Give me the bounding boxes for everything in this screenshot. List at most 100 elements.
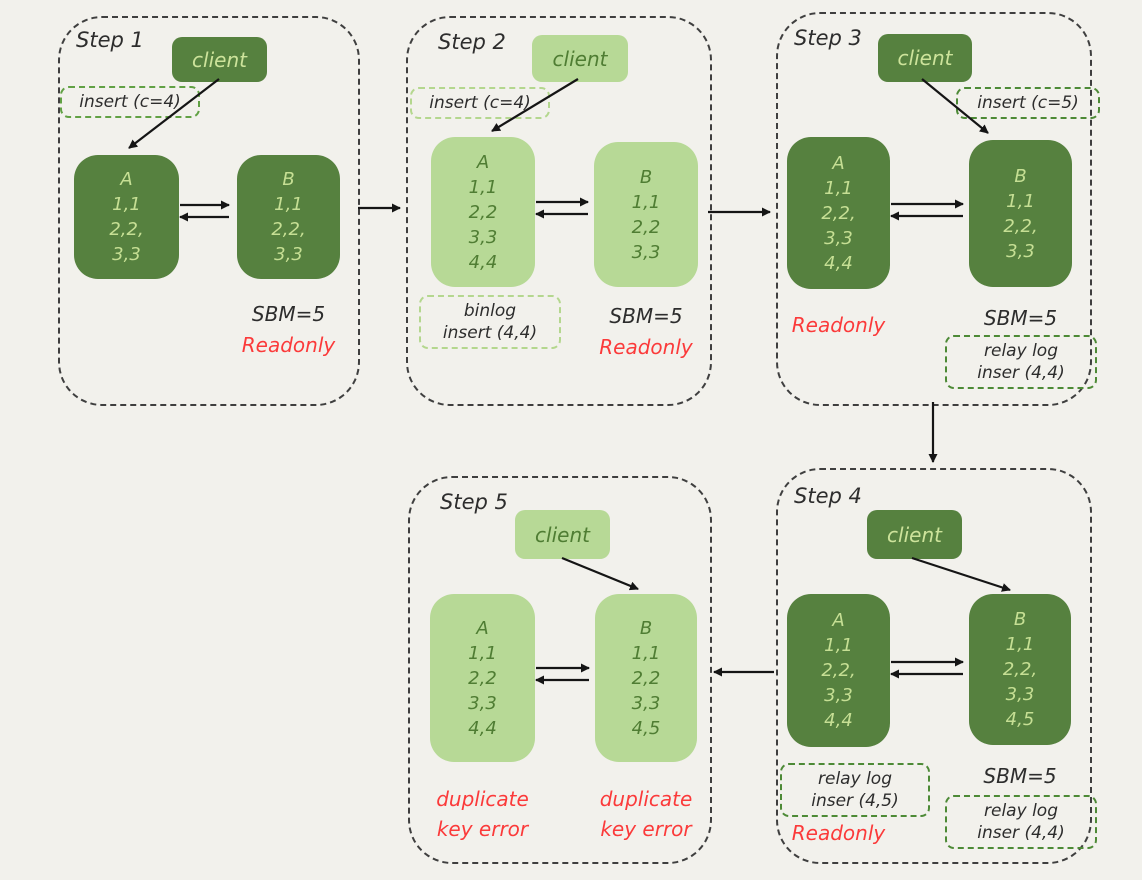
node-row: 3,3 <box>631 692 661 714</box>
step-5-title: Step 5 <box>440 490 508 514</box>
step-3-title: Step 3 <box>794 26 862 50</box>
step-2-node-b: B 1,1 2,2 3,3 <box>594 142 698 287</box>
relay-label-line1: relay log <box>984 341 1058 361</box>
step-3-relay-log-label: relay log inser (4,4) <box>945 335 1097 389</box>
node-name: A <box>832 610 845 631</box>
node-row: 4,5 <box>1005 709 1035 730</box>
step-1-readonly-annotation: Readonly <box>241 333 336 357</box>
node-row: 2,2, <box>109 219 144 240</box>
node-row: 2,2, <box>1003 215 1038 237</box>
step-2-title: Step 2 <box>438 30 506 54</box>
node-row: 4,4 <box>824 710 853 731</box>
step-3-sbm-annotation: SBM=5 <box>983 306 1058 330</box>
node-row: 4,4 <box>468 251 498 273</box>
node-row: 1,1 <box>631 642 661 664</box>
step-4-node-b: B 1,1 2,2, 3,3 4,5 <box>969 594 1071 745</box>
step-2-node-a: A 1,1 2,2 3,3 4,4 <box>431 137 535 287</box>
node-row: 3,3 <box>1005 684 1035 705</box>
step-4-container: Step 4 client A 1,1 2,2, 3,3 4,4 B 1,1 2… <box>776 468 1097 864</box>
node-row: 4,5 <box>631 717 661 739</box>
step-4-relay-log-a-label: relay log inser (4,5) <box>780 763 930 817</box>
node-row: 1,1 <box>1005 634 1035 655</box>
step-5-node-b: B 1,1 2,2 3,3 4,5 <box>595 594 697 762</box>
step-5-client-node: client <box>515 510 610 559</box>
node-name: B <box>639 166 653 188</box>
step-1-insert-label: insert (c=4) <box>60 86 200 118</box>
node-name: A <box>476 617 489 639</box>
step-3-node-b: B 1,1 2,2, 3,3 <box>969 140 1072 287</box>
step-4-sbm-annotation: SBM=5 <box>983 764 1057 788</box>
relay-label-line1: relay log <box>818 769 892 789</box>
step-2-client-node: client <box>532 35 628 82</box>
step-3-client-node: client <box>878 34 972 82</box>
error-line1: duplicate <box>436 787 529 811</box>
step-4-title: Step 4 <box>794 484 862 508</box>
node-row: 1,1 <box>824 177 853 199</box>
step-1-sbm-annotation: SBM=5 <box>251 302 326 326</box>
step-3-readonly-annotation: Readonly <box>791 313 886 337</box>
step-4-node-a: A 1,1 2,2, 3,3 4,4 <box>787 594 890 747</box>
node-name: B <box>282 169 295 190</box>
binlog-label-line2: insert (4,4) <box>442 323 538 343</box>
node-row: 3,3 <box>112 244 141 265</box>
binlog-label-line1: binlog <box>463 301 517 321</box>
node-row: 3,3 <box>274 244 303 265</box>
step-5-container: Step 5 client A 1,1 2,2 3,3 4,4 B 1,1 2,… <box>408 476 712 864</box>
step-2-container: Step 2 client insert (c=4) A 1,1 2,2 3,3… <box>406 16 712 406</box>
node-row: 1,1 <box>468 642 497 664</box>
node-name: A <box>832 152 845 174</box>
error-line2: key error <box>600 817 692 841</box>
step-3-node-a: A 1,1 2,2, 3,3 4,4 <box>787 137 890 289</box>
step-5-error-b-annotation: duplicate key error <box>595 784 697 844</box>
node-row: 1,1 <box>468 176 498 198</box>
node-name: B <box>1013 609 1027 630</box>
relay-label-line2: inser (4,4) <box>977 823 1065 843</box>
node-row: 3,3 <box>468 692 497 714</box>
node-row: 2,2, <box>821 202 856 224</box>
step-3-insert-label: insert (c=5) <box>956 87 1100 119</box>
node-row: 3,3 <box>468 226 498 248</box>
node-row: 2,2, <box>1002 659 1038 680</box>
error-line1: duplicate <box>599 787 693 811</box>
step-4-readonly-annotation: Readonly <box>791 821 886 845</box>
node-row: 2,2 <box>631 216 661 238</box>
node-name: B <box>639 617 653 639</box>
step-3-container: Step 3 client insert (c=5) A 1,1 2,2, 3,… <box>776 12 1100 406</box>
node-row: 1,1 <box>112 194 141 215</box>
node-row: 3,3 <box>824 685 853 706</box>
node-row: 2,2, <box>271 219 306 240</box>
step-2-binlog-label: binlog insert (4,4) <box>419 295 561 349</box>
node-row: 1,1 <box>274 194 303 215</box>
node-name: B <box>1014 165 1027 187</box>
node-row: 2,2, <box>821 660 856 681</box>
insert-label-text: insert (c=4) <box>79 92 181 112</box>
node-row: 3,3 <box>824 227 853 249</box>
step-1-container: Step 1 client insert (c=4) A 1,1 2,2, 3,… <box>58 16 360 406</box>
relay-label-line2: inser (4,4) <box>977 363 1065 383</box>
node-row: 2,2 <box>468 667 497 689</box>
node-row: 3,3 <box>1006 240 1035 262</box>
step-1-node-a: A 1,1 2,2, 3,3 <box>74 155 179 279</box>
step-1-client-node: client <box>172 37 267 82</box>
step-4-client-node: client <box>867 510 962 559</box>
node-row: 1,1 <box>1006 190 1035 212</box>
node-row: 4,4 <box>824 252 853 274</box>
insert-label-text: insert (c=5) <box>977 93 1079 113</box>
step-2-sbm-annotation: SBM=5 <box>609 304 683 328</box>
node-name: A <box>120 169 133 190</box>
node-row: 4,4 <box>468 717 497 739</box>
node-row: 1,1 <box>824 635 853 656</box>
relay-label-line2: inser (4,5) <box>811 791 899 811</box>
step-1-title: Step 1 <box>76 28 144 52</box>
error-line2: key error <box>436 817 529 841</box>
relay-label-line1: relay log <box>984 801 1058 821</box>
step-4-relay-log-b-label: relay log inser (4,4) <box>945 795 1097 849</box>
node-row: 3,3 <box>631 241 661 263</box>
node-row: 2,2 <box>631 667 661 689</box>
step-1-node-b: B 1,1 2,2, 3,3 <box>237 155 340 279</box>
step-2-insert-label: insert (c=4) <box>410 87 550 119</box>
step-5-node-a: A 1,1 2,2 3,3 4,4 <box>430 594 535 762</box>
node-row: 1,1 <box>631 191 661 213</box>
node-row: 2,2 <box>468 201 498 223</box>
insert-label-text: insert (c=4) <box>429 93 531 113</box>
